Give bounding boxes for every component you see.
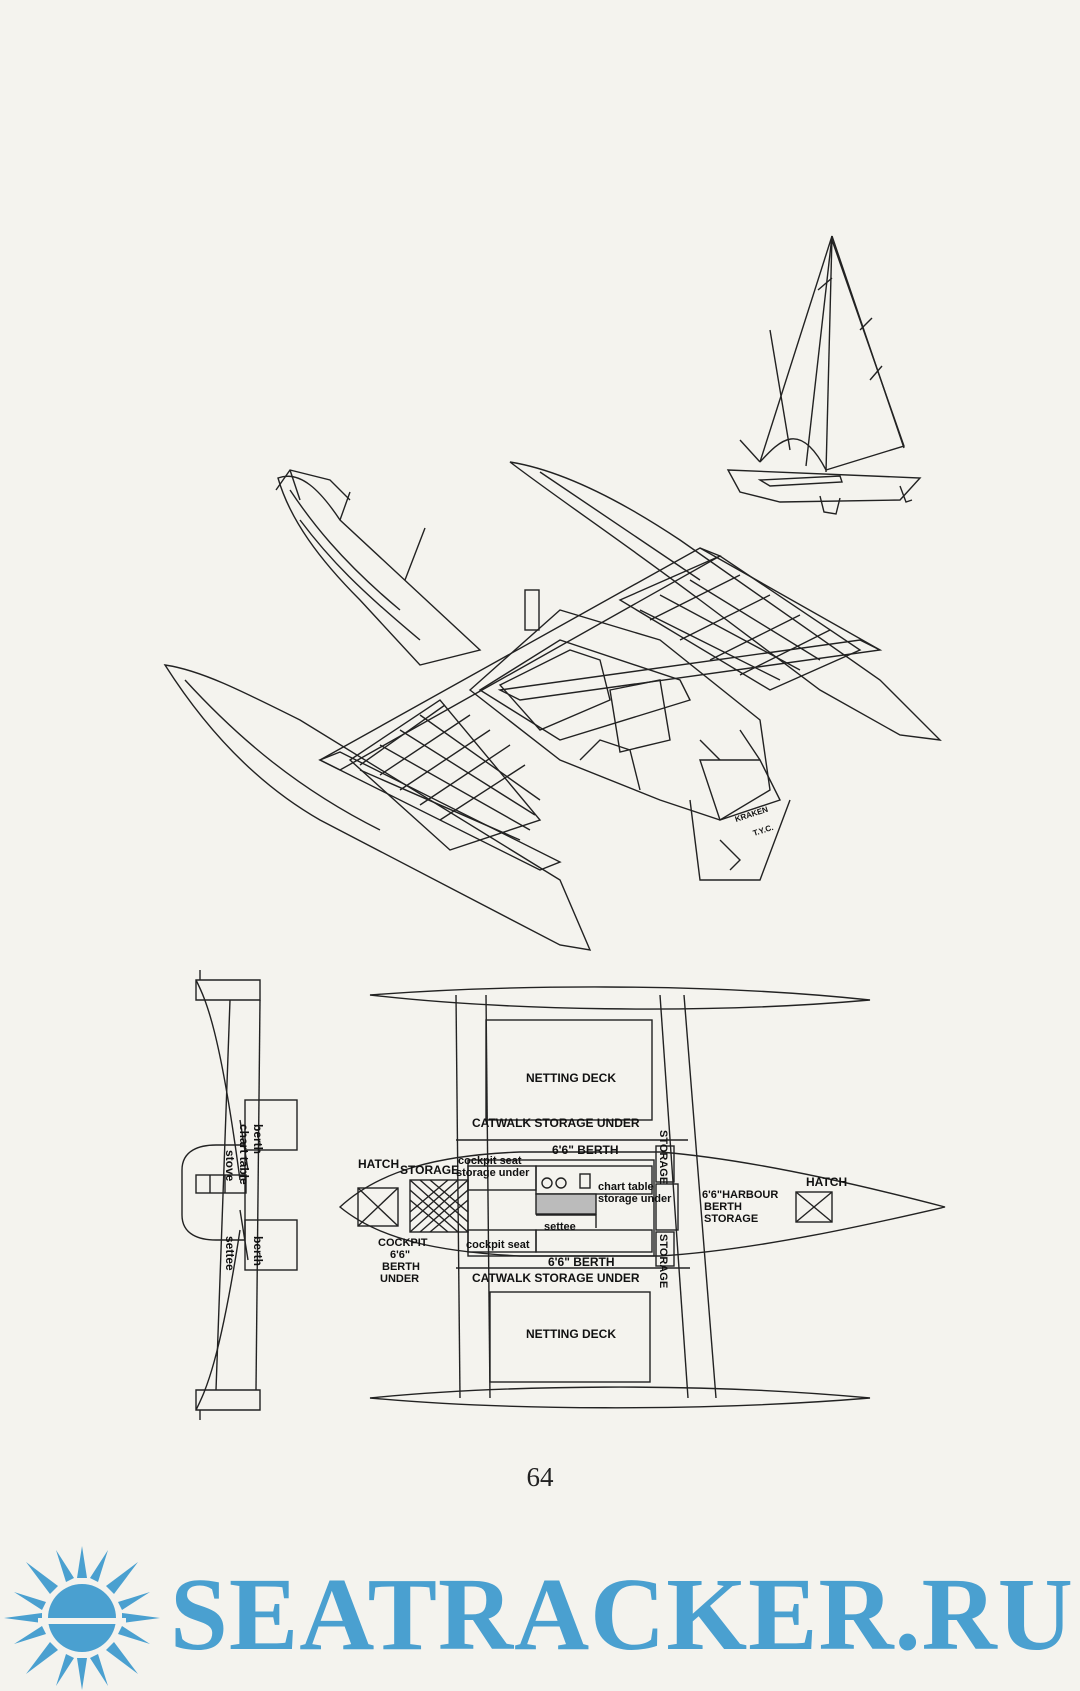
label-cockpit-1: COCKPIT xyxy=(378,1237,428,1249)
label-harbour-1: 6'6"HARBOUR xyxy=(702,1189,778,1201)
label-chart-table-1: chart table xyxy=(598,1181,654,1193)
page-number: 64 xyxy=(526,1462,554,1492)
label-cockpit-seat-storage-1: cockpit seat xyxy=(458,1155,522,1167)
label-cockpit-3: BERTH xyxy=(382,1261,420,1273)
label-catwalk-bottom: CATWALK STORAGE UNDER xyxy=(472,1271,640,1285)
watermark-text: SEATRACKER.RU xyxy=(170,1557,1074,1672)
label-storage-vert-bottom: STORAGE xyxy=(657,1234,669,1288)
section-label-stove: stove xyxy=(223,1150,237,1182)
perspective-drawing xyxy=(163,461,942,951)
label-chart-table-2: storage under xyxy=(598,1193,672,1205)
label-netting-deck-bottom: NETTING DECK xyxy=(526,1327,616,1341)
boat-club: T.Y.C. xyxy=(752,823,775,838)
section-label-berth-lower: berth xyxy=(251,1236,265,1266)
label-storage-left: STORAGE xyxy=(400,1163,459,1177)
section-label-chart-table: chart table xyxy=(237,1124,251,1185)
plan-view xyxy=(338,986,946,1409)
boat-name: KRAKEN xyxy=(734,805,770,824)
label-harbour-3: STORAGE xyxy=(704,1213,758,1225)
label-berth-bottom: 6'6" BERTH xyxy=(548,1255,615,1269)
label-cockpit-2: 6'6" xyxy=(390,1249,410,1261)
section-label-settee: settee xyxy=(223,1236,237,1271)
label-berth-top: 6'6" BERTH xyxy=(552,1143,619,1157)
sail-plan xyxy=(726,235,922,515)
section-label-berth: berth xyxy=(251,1124,265,1154)
label-settee: settee xyxy=(544,1221,576,1233)
label-cockpit-seat-storage-2: storage under xyxy=(456,1167,530,1179)
label-catwalk-top: CATWALK STORAGE UNDER xyxy=(472,1116,640,1130)
label-hatch-left: HATCH xyxy=(358,1157,399,1171)
label-hatch-right: HATCH xyxy=(806,1175,847,1189)
label-cockpit-seat: cockpit seat xyxy=(466,1239,530,1251)
watermark-sun-logo xyxy=(4,1546,160,1690)
label-harbour-2: BERTH xyxy=(704,1201,742,1213)
label-netting-deck-top: NETTING DECK xyxy=(526,1071,616,1085)
label-storage-vert-top: STORAGE xyxy=(657,1130,669,1184)
section-view xyxy=(181,970,298,1420)
label-cockpit-4: UNDER xyxy=(380,1273,419,1285)
